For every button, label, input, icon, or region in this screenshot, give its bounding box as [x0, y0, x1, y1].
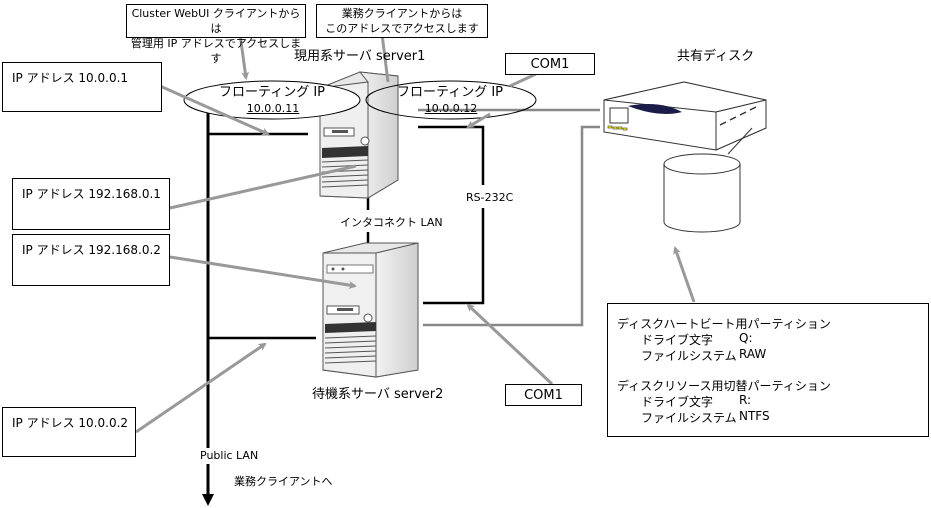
com1-label: COM1	[524, 388, 563, 403]
ip-address-box-10-0-0-2: IP アドレス 10.0.0.2	[2, 407, 136, 457]
floating-ip-ellipse-1	[183, 80, 361, 120]
floating-ip-ellipse-2	[365, 80, 537, 120]
shared-disk-volume-icon	[663, 153, 741, 233]
floating-ip-1-address: 10.0.0.11	[246, 102, 300, 115]
business-callout-line2: このアドレスでアクセスします	[325, 22, 479, 35]
pointer-admin-callout	[238, 33, 250, 80]
pointer-business-callout	[380, 33, 390, 83]
partition-resource-name: ディスクリソース用切替パーティション	[617, 379, 831, 393]
rs232c-label: RS-232C	[466, 191, 514, 204]
partition-resource-fs-label: ファイルシステム	[641, 411, 737, 425]
pointer-com1-top-lower	[466, 112, 491, 129]
pointer-com1-bottom	[466, 303, 554, 386]
ip-address-box-192-168-0-2: IP アドレス 192.168.0.2	[12, 234, 170, 286]
com1-box-server1: COM1	[505, 53, 595, 75]
partition-resource-fs-value: NTFS	[739, 409, 770, 423]
shared-disk-enclosure-icon	[603, 81, 767, 151]
ip-address-text: IP アドレス 192.168.0.2	[22, 243, 161, 257]
ip-address-text: IP アドレス 10.0.0.2	[12, 416, 129, 430]
ip-address-box-192-168-0-1: IP アドレス 192.168.0.1	[12, 178, 170, 230]
rs232c-line-top	[418, 125, 485, 185]
disk-enclosure-link	[727, 127, 753, 155]
partition-resource-drive-value: R:	[739, 393, 752, 407]
partition-resource-drive-label: ドライブ文字	[641, 395, 714, 409]
pointer-partition-box	[673, 246, 696, 303]
server2-tower-icon	[322, 242, 419, 378]
ip-address-text: IP アドレス 10.0.0.1	[12, 71, 129, 85]
partition-info-box: ディスクハートビート用パーティション ドライブ文字 Q: ファイルシステム RA…	[607, 303, 929, 437]
admin-callout-line1: Cluster WebUI クライアントからは	[131, 7, 301, 35]
pointer-ip-10-0-0-2	[135, 342, 267, 434]
interconnect-lan-label: インタコネクト LAN	[340, 216, 443, 229]
admin-access-callout: Cluster WebUI クライアントからは 管理用 IP アドレスでアクセス…	[126, 4, 306, 65]
disk-cable-server2	[423, 125, 600, 327]
public-lan-arrowhead	[202, 494, 214, 506]
server2-label: 待機系サーバ server2	[312, 387, 444, 402]
to-business-clients-label: 業務クライアントへ	[234, 475, 333, 488]
pointer-ip-192-168-0-1	[169, 164, 357, 210]
com1-box-server2: COM1	[505, 384, 582, 406]
floating-ip-1-label: フローティング IP	[218, 85, 326, 100]
partition-heartbeat-drive-value: Q:	[739, 331, 753, 345]
rs232c-line-bottom	[423, 208, 485, 305]
partition-heartbeat-fs-value: RAW	[739, 347, 767, 361]
ip-address-text: IP アドレス 192.168.0.1	[22, 187, 161, 201]
com1-label: COM1	[530, 57, 570, 72]
pointer-com1-top	[509, 72, 537, 88]
pointer-ip-192-168-0-2	[169, 255, 357, 290]
shared-disk-title: 共有ディスク	[677, 49, 755, 64]
admin-callout-line2: 管理用 IP アドレスでアクセスします	[130, 37, 302, 65]
server1-tower-icon	[319, 71, 399, 199]
floating-ip-2-address: 10.0.0.12	[424, 102, 478, 115]
ip-address-box-10-0-0-1: IP アドレス 10.0.0.1	[2, 62, 162, 112]
partition-heartbeat-fs-label: ファイルシステム	[641, 349, 737, 363]
partition-heartbeat-drive-label: ドライブ文字	[641, 333, 714, 347]
pointer-ip-10-0-0-1	[159, 84, 270, 136]
business-callout-line1: 業務クライアントからは	[341, 7, 463, 20]
floating-ip-2-label: フローティング IP	[396, 85, 504, 100]
public-lan-label: Public LAN	[200, 449, 259, 462]
business-access-callout: 業務クライアントからは このアドレスでアクセスします	[316, 4, 488, 38]
server1-label: 現用系サーバ server1	[294, 49, 426, 64]
partition-heartbeat-name: ディスクハートビート用パーティション	[617, 317, 831, 331]
